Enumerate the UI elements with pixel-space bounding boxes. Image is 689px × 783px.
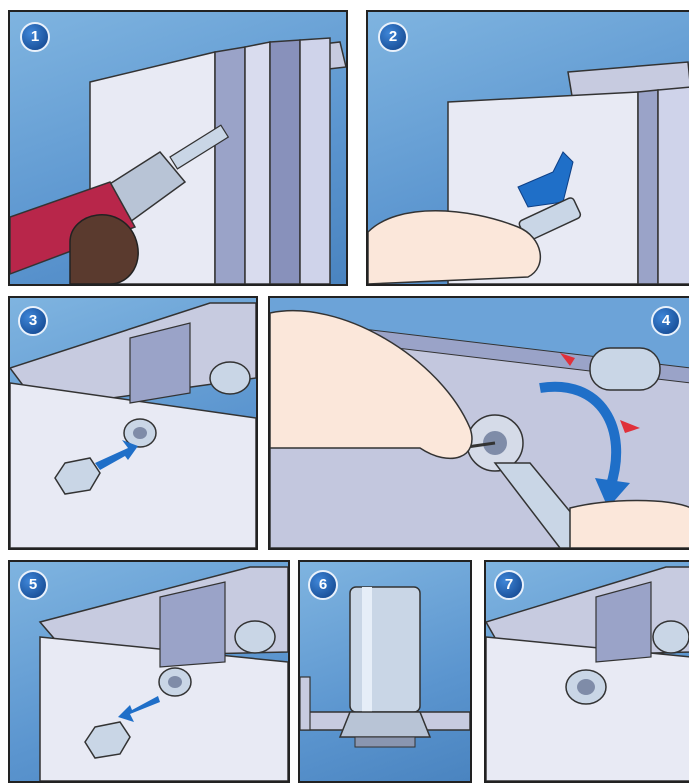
hand-right [570,501,689,549]
step-3-panel: 3 [8,296,258,550]
rivet-nut-body [653,621,689,653]
step-5-badge: 5 [18,570,48,600]
step-2-badge: 2 [378,22,408,52]
rivet-nut-body [210,362,250,394]
tightening-illustration [270,298,689,548]
inserting-rivet-nut-illustration [368,12,689,284]
removing-nut-illustration [10,562,288,781]
washer-nut-illustration [10,298,256,548]
step-7-badge: 7 [494,570,524,600]
step-5-panel: 5 [8,560,290,783]
step-6-badge: 6 [308,570,338,600]
step-4-panel: 4 [268,296,689,550]
step-1-badge: 1 [20,22,50,52]
rivet-nut-sleeve [350,587,420,712]
rivet-nut-flange [340,712,430,737]
step-2-panel: 2 [366,10,689,286]
drilling-illustration [10,12,346,284]
rivet-nut-body [590,348,660,390]
step-3-badge: 3 [18,306,48,336]
step-7-panel: 7 [484,560,689,783]
step-4-badge: 4 [651,306,681,336]
step-1-panel: 1 [8,10,348,286]
drill-handle [70,215,138,284]
rivet-nut-body [235,621,275,653]
step-6-panel: 6 [298,560,472,783]
